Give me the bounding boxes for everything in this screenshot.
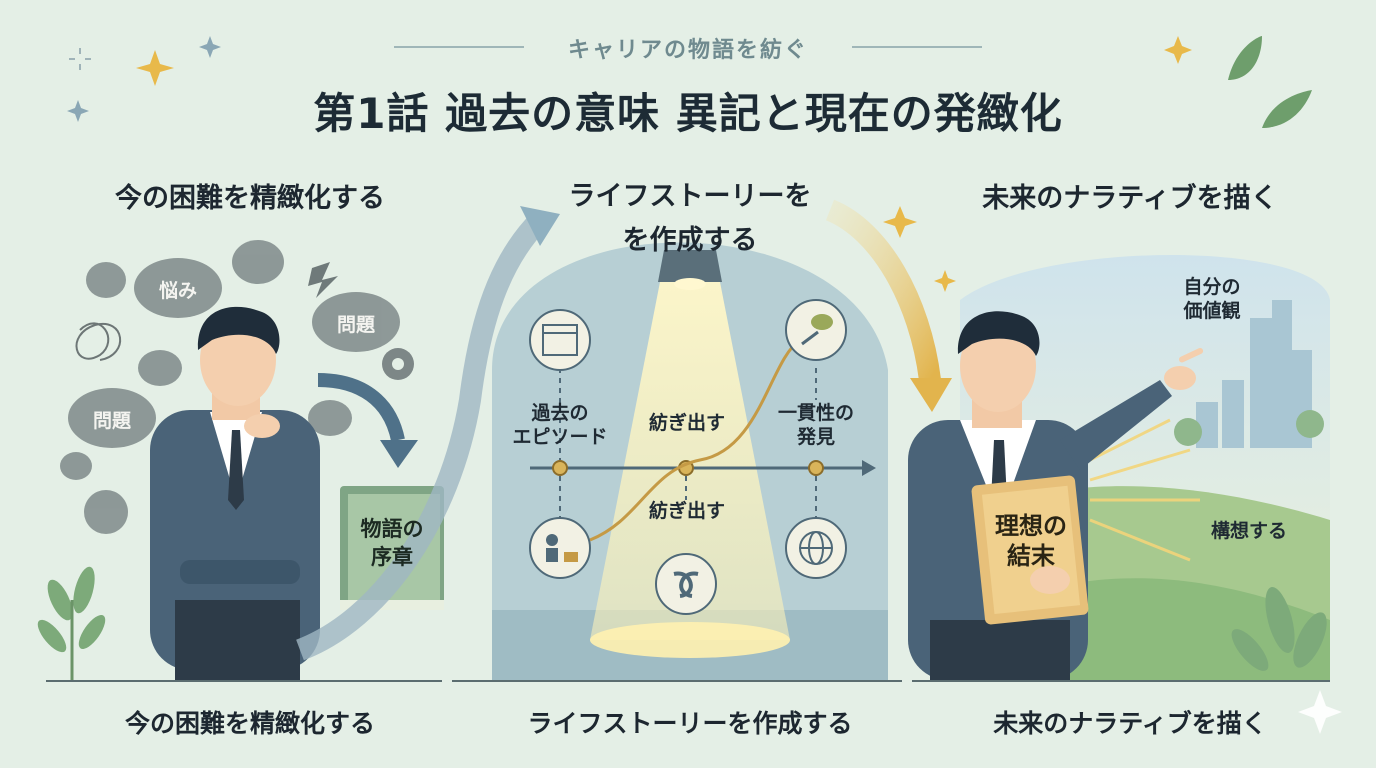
label-consistency-line2: 発見 [796, 426, 835, 448]
book-title-line1: 物語の [360, 517, 424, 541]
right-heading: 未来のナラティブを描く [982, 183, 1278, 214]
label-consistency-line1: 一貫性の [777, 402, 854, 424]
thought-cloud-icon [60, 240, 400, 534]
label-past-line1: 過去の [531, 402, 589, 424]
label-values-line1: 自分の [1183, 276, 1241, 298]
sparkle-icon [136, 50, 174, 86]
eyebrow: キャリアの物語を紡ぐ [567, 38, 808, 63]
calendar-icon [529, 309, 591, 371]
sparkle-icon [1298, 690, 1342, 734]
bubble-worry: 悩み [158, 280, 197, 302]
nature-icon [785, 299, 847, 361]
page-title: 第1話 過去の意味 異記と現在の発緻化 [313, 89, 1063, 138]
center-heading-line2: を作成する [622, 225, 758, 256]
people-icon [529, 517, 591, 579]
light-rays [1089, 418, 1200, 562]
burst-icon [69, 48, 91, 70]
right-footer: 未来のナラティブを描く [993, 709, 1267, 738]
center-footer: ライフストーリーを作成する [527, 709, 853, 738]
plant-icon [1231, 587, 1327, 671]
spotlight-lamp-icon [658, 250, 722, 282]
plant-icon [37, 566, 106, 653]
label-values-line2: 価値観 [1183, 300, 1241, 322]
scribble-icon [75, 322, 121, 361]
bubble-problem-left: 問題 [92, 410, 131, 432]
timeline-node [552, 460, 824, 476]
ideal-book-line2: 結末 [1007, 542, 1055, 570]
tree-icon [1174, 410, 1324, 446]
center-heading-line1: ライフストーリーを [568, 181, 812, 212]
sparkle-icon [883, 36, 1192, 292]
link-icon [655, 553, 717, 615]
left-footer: 今の困難を精緻化する [124, 709, 375, 738]
sparkle-icon [67, 36, 221, 122]
eyebrow-rule-left [394, 46, 524, 48]
label-past-line2: エピソード [512, 426, 608, 448]
ideal-book-line1: 理想の [995, 512, 1067, 540]
book-title-line2: 序章 [371, 545, 413, 569]
lightning-icon [308, 262, 338, 298]
label-envision: 構想する [1210, 520, 1287, 542]
bubble-problem-top: 問題 [336, 314, 375, 336]
label-weave-bottom: 紡ぎ出す [648, 500, 725, 522]
globe-icon [785, 517, 847, 579]
worried-man-figure [150, 306, 320, 680]
eyebrow-rule-right [852, 46, 982, 48]
leaf-icon [1228, 36, 1312, 128]
left-heading: 今の困難を精緻化する [115, 183, 385, 214]
label-weave-top: 紡ぎ出す [648, 412, 725, 434]
